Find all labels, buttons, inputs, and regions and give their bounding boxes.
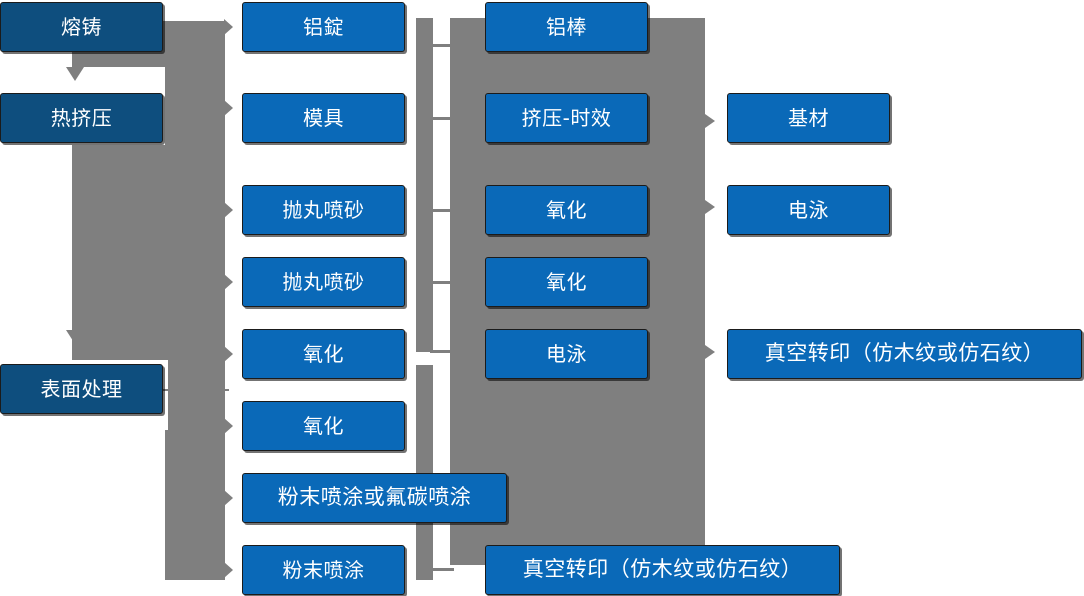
node-jicai-label: 基材 xyxy=(788,106,829,130)
arrow-shaft-zhenkong2 xyxy=(703,351,709,355)
node-zhenkong-zhuanyin-col4-label: 真空转印（仿木纹或仿石纹） xyxy=(764,341,1045,366)
node-fenmo-pentu[interactable]: 粉末喷涂 xyxy=(242,545,405,595)
connector-rail-mid-upper xyxy=(416,18,433,352)
node-muju[interactable]: 模具 xyxy=(242,93,405,143)
arrow-to-paowan2-icon xyxy=(224,274,233,290)
node-zhenkong-zhuanyin-col3[interactable]: 真空转印（仿木纹或仿石纹） xyxy=(485,545,840,595)
node-fenmo-pentu-label: 粉末喷涂 xyxy=(282,558,365,582)
node-yanghua-col2-1-label: 氧化 xyxy=(303,342,344,366)
node-fenmo-huotan-pentu-label: 粉末喷涂或氟碳喷涂 xyxy=(277,485,472,510)
arrow-to-paowan1-icon xyxy=(224,202,233,218)
node-dianyong-col4-label: 电泳 xyxy=(788,198,829,222)
node-biaomian-chuli-label: 表面处理 xyxy=(40,377,123,401)
stub-row3 xyxy=(430,209,454,212)
connector-rail-mid-lower xyxy=(416,365,433,580)
node-jiya-shixiao[interactable]: 挤压-时效 xyxy=(485,93,648,143)
node-yanghua-col3-2-label: 氧化 xyxy=(546,270,587,294)
node-paowan-penssha-1-label: 抛丸喷砂 xyxy=(282,198,365,222)
node-dianyong-col3[interactable]: 电泳 xyxy=(485,329,648,379)
node-yanghua-col2-2-label: 氧化 xyxy=(303,414,344,438)
node-ludding[interactable]: 铝錠 xyxy=(242,2,405,52)
arrow-to-dianyong2-icon xyxy=(705,200,715,214)
connector-line-surface xyxy=(163,389,229,391)
node-ludang[interactable]: 铝棒 xyxy=(485,2,648,52)
connector-block-left xyxy=(165,21,225,580)
node-yanghua-col2-1[interactable]: 氧化 xyxy=(242,329,405,379)
arrow-to-muju-icon xyxy=(224,100,233,116)
node-ludang-label: 铝棒 xyxy=(546,15,587,39)
node-paowan-penssha-1[interactable]: 抛丸喷砂 xyxy=(242,185,405,235)
node-yanghua-col3-2[interactable]: 氧化 xyxy=(485,257,648,307)
arrow-to-zhenkong2-icon xyxy=(705,345,715,359)
node-rejiya[interactable]: 热挤压 xyxy=(0,93,163,143)
down-notch-icon xyxy=(66,67,84,81)
node-dianyong-col4[interactable]: 电泳 xyxy=(727,185,890,235)
node-ludding-label: 铝錠 xyxy=(303,15,344,39)
node-yanghua-col3-1-label: 氧化 xyxy=(546,198,587,222)
node-jiya-shixiao-label: 挤压-时效 xyxy=(521,106,612,130)
node-yanghua-col3-1[interactable]: 氧化 xyxy=(485,185,648,235)
node-biaomian-chuli[interactable]: 表面处理 xyxy=(0,364,163,414)
stub-row5 xyxy=(430,350,454,353)
arrow-to-yanghua2-icon xyxy=(224,418,233,434)
connector-block-left-mid xyxy=(72,145,172,360)
node-rejiya-label: 热挤压 xyxy=(50,106,113,130)
node-muju-label: 模具 xyxy=(303,106,344,130)
node-paowan-penssha-2-label: 抛丸喷砂 xyxy=(282,270,365,294)
node-dianyong-col3-label: 电泳 xyxy=(546,342,587,366)
arrow-shaft-dianyong2 xyxy=(703,206,709,210)
arrow-to-jicai-icon xyxy=(705,114,715,128)
arrow-to-ludding-icon xyxy=(224,19,233,35)
node-rongzhu[interactable]: 熔铸 xyxy=(0,2,163,52)
node-rongzhu-label: 熔铸 xyxy=(61,15,102,39)
stub-row1 xyxy=(430,44,454,47)
stub-row6 xyxy=(430,568,454,571)
node-fenmo-huotan-pentu[interactable]: 粉末喷涂或氟碳喷涂 xyxy=(242,473,507,523)
arrow-shaft-jicai xyxy=(703,120,709,124)
node-zhenkong-zhuanyin-col3-label: 真空转印（仿木纹或仿石纹） xyxy=(522,557,803,582)
arrow-to-fenmo-icon xyxy=(224,562,233,578)
node-zhenkong-zhuanyin-col4[interactable]: 真空转印（仿木纹或仿石纹） xyxy=(727,329,1082,379)
node-jicai[interactable]: 基材 xyxy=(727,93,890,143)
down-notch-2-icon xyxy=(66,330,84,344)
node-paowan-penssha-2[interactable]: 抛丸喷砂 xyxy=(242,257,405,307)
stub-row4 xyxy=(430,281,454,284)
arrow-to-yanghua1-icon xyxy=(224,346,233,362)
stub-row2 xyxy=(430,117,454,120)
arrow-to-fenmofu-icon xyxy=(224,490,233,506)
node-yanghua-col2-2[interactable]: 氧化 xyxy=(242,401,405,451)
